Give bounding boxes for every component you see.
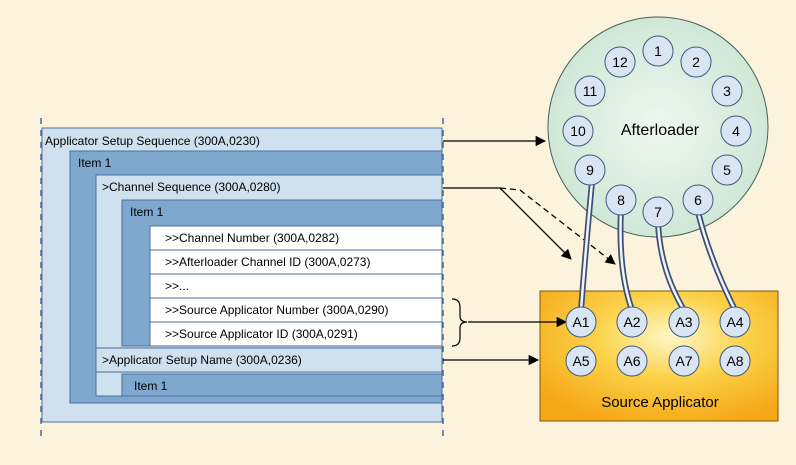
channel-row-label: >>... — [165, 279, 189, 293]
afterloader-channel-label: 3 — [723, 83, 731, 99]
afterloader-channel-circle — [562, 115, 594, 147]
afterloader-channel-label: 12 — [612, 54, 628, 70]
source-applicator-channel-label: A6 — [623, 353, 640, 369]
source-applicator-channel-label: A8 — [726, 353, 743, 369]
source-applicator-channel-label: A5 — [572, 353, 589, 369]
channel-row-label: >>Source Applicator Number (300A,0290) — [165, 303, 388, 317]
applicator-setup-name-box — [95, 347, 443, 373]
afterloader-channel-circle — [574, 154, 606, 186]
afterloader-channel-label: 5 — [723, 162, 731, 178]
source-applicator-channel-circle — [668, 306, 700, 338]
afterloader-channel-circle — [604, 46, 636, 78]
channel-row-label: >>Afterloader Channel ID (300A,0273) — [165, 255, 370, 269]
arrow-channel-sequence-dashed — [499, 187, 616, 265]
afterloader-channel-label: 11 — [583, 83, 598, 99]
source-applicator-channel-circle — [565, 306, 597, 338]
afterloader-channel-label: 6 — [694, 192, 702, 208]
afterloader-channel-circle — [711, 154, 743, 186]
applicator-setup-name-label: >Applicator Setup Name (300A,0236) — [102, 353, 302, 367]
channel-rows: >>Channel Number (300A,0282) >>Afterload… — [149, 225, 443, 347]
transfer-tube-8-core — [619, 209, 634, 311]
afterloader-channel-label: 1 — [654, 43, 662, 59]
transfer-tube-6-core — [696, 211, 737, 311]
source-applicator-channel-circle — [719, 306, 751, 338]
channel-row — [149, 249, 443, 275]
source-applicator-channel-circle — [616, 306, 648, 338]
source-applicator-label: Source Applicator — [601, 394, 719, 411]
afterloader-label: Afterloader — [621, 122, 700, 139]
afterloader-channel-circle — [720, 115, 752, 147]
source-applicator-channel-circle — [719, 345, 751, 377]
source-applicator-channel-label: A3 — [675, 314, 692, 330]
item1-outer-label: Item 1 — [78, 156, 112, 170]
rows-brace — [451, 298, 468, 347]
channel-row-label: >>Channel Number (300A,0282) — [165, 231, 339, 245]
item1-name-label: Item 1 — [134, 379, 168, 393]
transfer-tube-7-core — [656, 221, 686, 311]
channel-row — [149, 225, 443, 251]
transfer-tubes — [578, 181, 738, 312]
source-applicator-channel-label: A7 — [675, 353, 692, 369]
afterloader-channel-label: 10 — [570, 123, 586, 139]
transfer-tube-9-core — [579, 181, 594, 311]
source-applicator-channel-label: A4 — [726, 314, 743, 330]
source-applicator-channel-circle — [565, 345, 597, 377]
afterloader-channel-circle — [642, 196, 674, 228]
source-applicator-channel-circle — [616, 345, 648, 377]
afterloader-channel-label: 9 — [586, 162, 594, 178]
afterloader-channel-circle — [642, 35, 674, 67]
channel-sequence-label: >Channel Sequence (300A,0280) — [102, 180, 280, 194]
channel-row-label: >>Source Applicator ID (300A,0291) — [165, 327, 358, 341]
channel-row — [149, 273, 443, 299]
channel-row — [149, 297, 443, 323]
afterloader-channel-label: 2 — [692, 54, 700, 70]
afterloader-channel-circle — [680, 46, 712, 78]
source-applicator-channel-circle — [668, 345, 700, 377]
applicator-setup-sequence-label: Applicator Setup Sequence (300A,0230) — [45, 134, 260, 148]
afterloader-channel-circle — [682, 184, 714, 216]
item1-name-box — [121, 373, 443, 397]
afterloader-channel-circle — [711, 75, 743, 107]
afterloader-channel-label: 4 — [732, 123, 740, 139]
afterloader-channel-label: 8 — [617, 192, 625, 208]
source-applicator-channel-label: A2 — [623, 314, 640, 330]
afterloader-channel-circle — [574, 75, 606, 107]
arrow-channel-sequence — [443, 187, 572, 260]
item1-channel-label: Item 1 — [130, 205, 164, 219]
afterloader-channel-circle — [605, 184, 637, 216]
source-applicator-channel-label: A1 — [572, 314, 589, 330]
afterloader-channel-label: 7 — [654, 204, 662, 220]
channel-row — [149, 321, 443, 347]
